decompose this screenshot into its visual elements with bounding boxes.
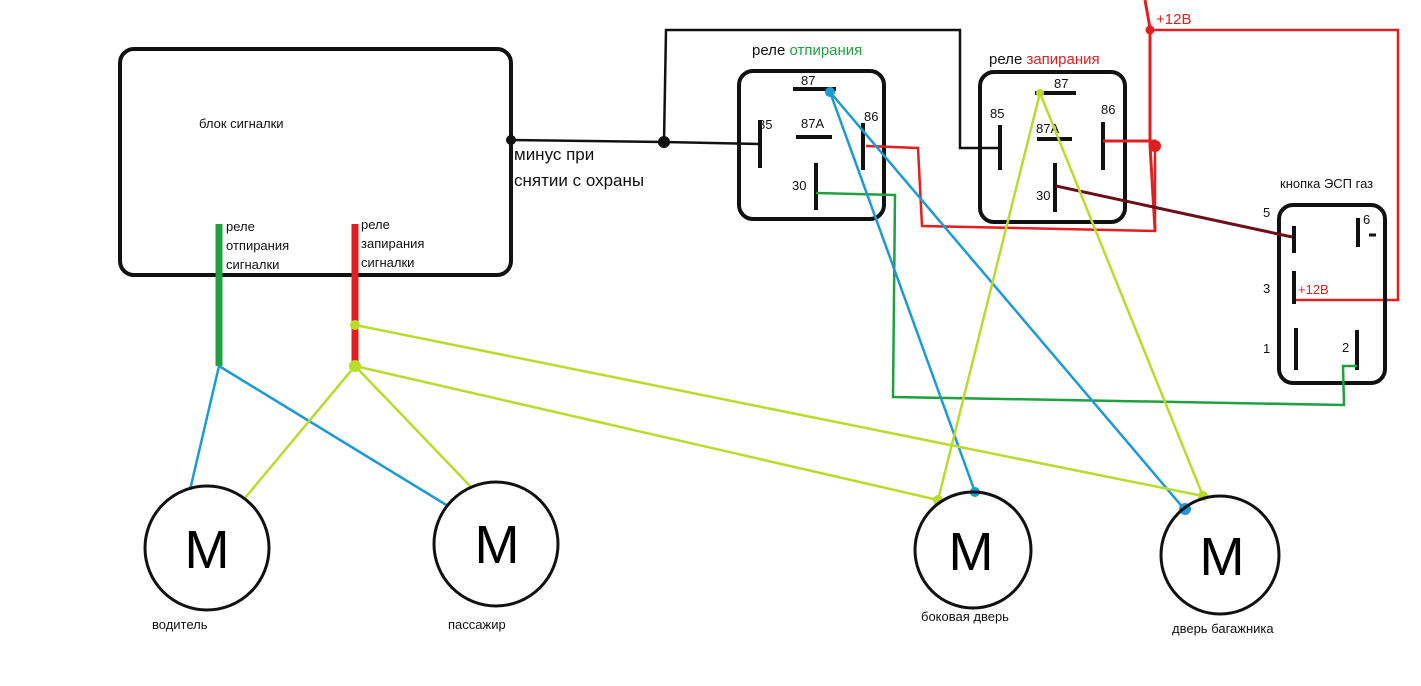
junction-dot	[506, 135, 516, 145]
relay-unlock-pin-85: 85	[758, 117, 772, 132]
power-junction-dot	[1149, 140, 1161, 152]
relay-unlock-pin-30: 30	[792, 178, 806, 193]
alarm-lock-to-trunk-wire	[354, 323, 1204, 498]
power-label: +12В	[1156, 11, 1191, 28]
motor-side-door: M боковая дверь	[913, 490, 1033, 624]
motor-driver-symbol: M	[185, 520, 230, 580]
relay-lock-pin-86: 86	[1101, 102, 1115, 117]
relay-unlock-pin-86: 86	[864, 109, 878, 124]
motor-passenger-symbol: M	[475, 515, 520, 575]
unlock-86-to-power-wire	[865, 143, 1157, 233]
unlock-87-to-trunk-wire	[829, 91, 1186, 511]
motor-side-door-label: боковая дверь	[921, 609, 1009, 624]
disarm-output-label-2: снятии с охраны	[514, 171, 644, 190]
motor-passenger-label: пассажир	[448, 617, 506, 632]
lock-87-to-trunk-wire	[1038, 92, 1205, 497]
relay-unlock-pin-87a: 87A	[801, 116, 824, 131]
motor-trunk-symbol: M	[1200, 527, 1245, 587]
unlock-30-to-esp-2-wire	[815, 191, 1357, 407]
esp-button-box	[1277, 203, 1387, 385]
power-junction-dot	[1145, 25, 1155, 35]
alarm-unlock-label-2: отпирания	[226, 238, 289, 253]
alarm-unlock-to-driver-wire	[188, 365, 221, 491]
motor-passenger: M пассажир	[432, 480, 560, 632]
motor-side-door-symbol: M	[949, 522, 994, 582]
motor-driver-circle	[143, 484, 271, 612]
esp-pin-5: 5	[1263, 205, 1270, 220]
esp-button-title: кнопка ЭСП газ	[1280, 176, 1373, 191]
alarm-unlock-to-passenger-wire	[218, 364, 449, 508]
motor-driver-label: водитель	[152, 617, 208, 632]
power-main-wire	[1143, 0, 1157, 231]
esp-power-label: +12В	[1298, 282, 1329, 297]
motor-driver: M водитель	[143, 484, 271, 632]
relay-lock-title: реле запирания	[989, 51, 1100, 68]
lock-30-to-esp-5-wire	[1055, 184, 1293, 239]
lock-87-to-side-door-wire	[936, 92, 1042, 501]
connection-dot	[825, 87, 835, 97]
disarm-output-label-1: минус при	[514, 145, 594, 164]
esp-pin-1: 1	[1263, 341, 1270, 356]
alarm-unit-title: блок сигналки	[199, 116, 284, 131]
esp-pin-3: 3	[1263, 281, 1270, 296]
relay-lock-pin-87: 87	[1054, 76, 1068, 91]
motor-trunk-label: дверь багажника	[1172, 621, 1274, 636]
lock-relay-85-wire	[662, 28, 1000, 150]
alarm-lock-label-3: сигналки	[361, 255, 414, 270]
motor-trunk-circle	[1159, 494, 1281, 616]
relay-lock-pin-85: 85	[990, 106, 1004, 121]
alarm-unit-box	[118, 47, 513, 277]
connection-dot	[1036, 89, 1044, 97]
alarm-unlock-label-3: сигналки	[226, 257, 279, 272]
alarm-lock-label-2: запирания	[361, 236, 424, 251]
motor-side-door-circle	[913, 490, 1033, 610]
relay-lock-pin-30: 30	[1036, 188, 1050, 203]
connection-dot	[350, 320, 360, 330]
disarm-minus-wire	[510, 138, 761, 146]
alarm-unlock-label-1: реле	[226, 219, 255, 234]
motor-trunk: M дверь багажника	[1159, 494, 1281, 636]
relay-unlock-pin-87: 87	[801, 73, 815, 88]
alarm-lock-to-passenger-wire	[354, 365, 473, 489]
esp-pin-6: 6	[1363, 212, 1370, 227]
relay-unlock-title: реле отпирания	[752, 42, 862, 59]
unlock-87-to-side-door-wire	[828, 91, 977, 493]
motor-passenger-circle	[432, 480, 560, 608]
power-to-esp-wire	[1150, 28, 1400, 302]
esp-pin-2: 2	[1342, 340, 1349, 355]
alarm-lock-to-driver-wire	[244, 365, 356, 499]
junction-dot	[658, 136, 670, 148]
alarm-lock-to-side-door-wire	[354, 364, 939, 502]
relay-lock-box	[978, 70, 1127, 224]
relay-unlock-box	[737, 69, 886, 221]
connection-dot	[349, 360, 361, 372]
alarm-lock-label-1: реле	[361, 217, 390, 232]
